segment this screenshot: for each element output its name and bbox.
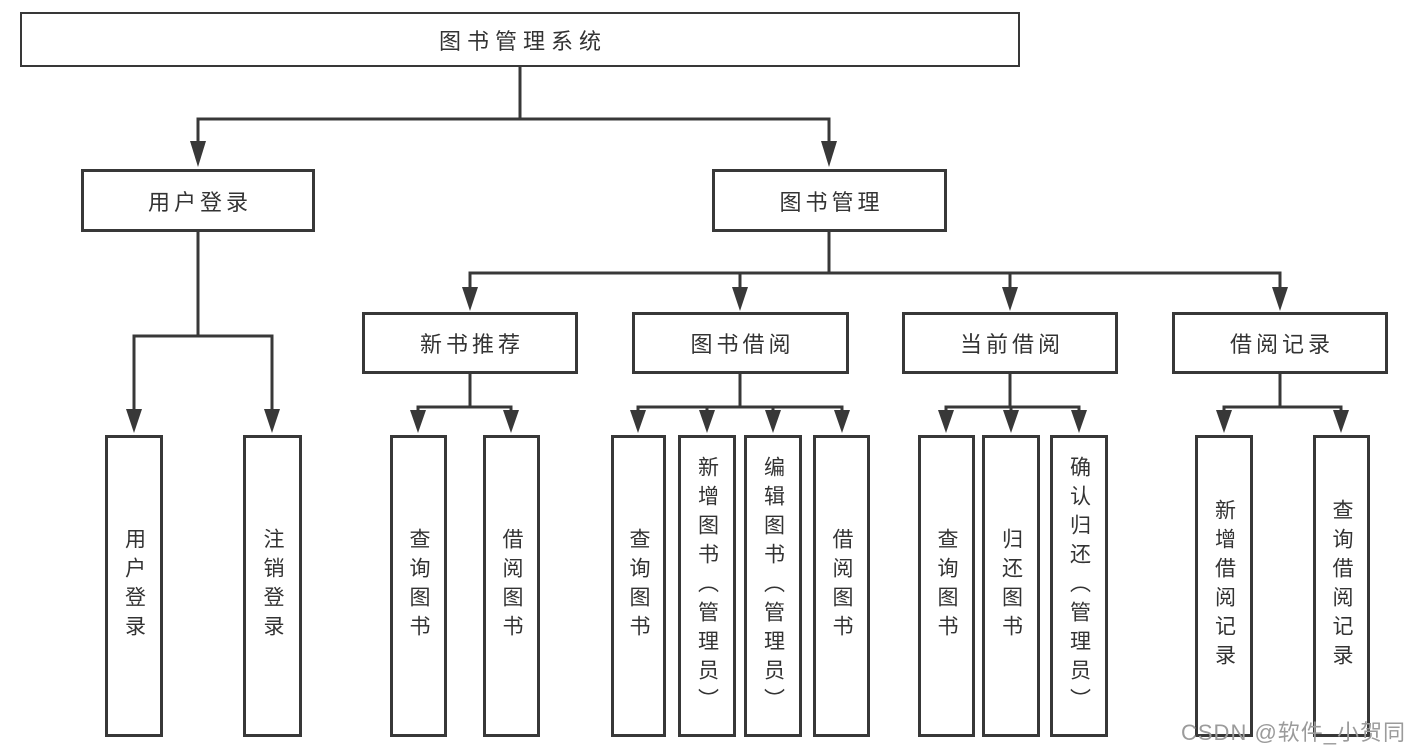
- connector-root-to-level2: [190, 67, 837, 167]
- node-label: 当前借阅: [959, 332, 1064, 357]
- node-label: 图书借阅: [690, 332, 795, 357]
- node-label: 借阅图书: [830, 528, 853, 644]
- node-user-login: 用户登录: [81, 169, 315, 232]
- node-book-borrowing: 图书借阅: [632, 312, 849, 374]
- connector-userlogin-to-leaves: [126, 232, 280, 433]
- node-label: 图书管理系统: [438, 28, 607, 54]
- node-new-book-recommend: 新书推荐: [362, 312, 578, 374]
- node-label: 用户登录: [147, 189, 252, 215]
- leaf-add-books-admin: 新增图书（管理员）: [678, 435, 736, 737]
- leaf-query-borrow-record: 查询借阅记录: [1313, 435, 1370, 737]
- node-label: 编辑图书（管理员）: [761, 455, 785, 717]
- leaf-query-books-borrow: 查询图书: [611, 435, 666, 737]
- node-label: 查询图书: [627, 528, 650, 644]
- leaf-confirm-return-admin: 确认归还（管理员）: [1050, 435, 1108, 737]
- leaf-edit-books-admin: 编辑图书（管理员）: [744, 435, 802, 737]
- node-label: 查询图书: [935, 528, 958, 644]
- node-current-borrowing: 当前借阅: [902, 312, 1118, 374]
- node-label: 用户登录: [122, 528, 146, 644]
- connector-currentborrow-to-leaves: [938, 374, 1087, 433]
- connector-records-to-leaves: [1216, 374, 1349, 433]
- leaf-query-books-recommend: 查询图书: [390, 435, 447, 737]
- connector-newbook-to-leaves: [410, 374, 519, 433]
- leaf-logout: 注销登录: [243, 435, 302, 737]
- node-label: 查询图书: [407, 528, 430, 644]
- leaf-borrow-books: 借阅图书: [813, 435, 870, 737]
- node-label: 图书管理: [779, 189, 884, 215]
- node-label: 确认归还（管理员）: [1067, 455, 1091, 717]
- node-label: 借阅记录: [1229, 332, 1334, 357]
- node-label: 归还图书: [999, 528, 1023, 644]
- node-borrowing-records: 借阅记录: [1172, 312, 1388, 374]
- node-label: 借阅图书: [500, 528, 523, 644]
- node-label: 新书推荐: [419, 332, 524, 357]
- connector-bookmgmt-to-level3: [462, 232, 1288, 311]
- node-label: 新增借阅记录: [1212, 499, 1236, 673]
- leaf-query-books-current: 查询图书: [918, 435, 975, 737]
- node-book-management: 图书管理: [712, 169, 947, 232]
- leaf-add-borrow-record: 新增借阅记录: [1195, 435, 1253, 737]
- leaf-return-books: 归还图书: [982, 435, 1040, 737]
- node-label: 查询借阅记录: [1330, 499, 1353, 673]
- csdn-watermark: CSDN @软件_小贺同学: [1181, 720, 1405, 745]
- node-library-management-system: 图书管理系统: [20, 12, 1020, 67]
- connector-bookborrow-to-leaves: [630, 374, 850, 433]
- leaf-borrow-books-recommend: 借阅图书: [483, 435, 540, 737]
- node-label: 注销登录: [261, 528, 284, 644]
- leaf-user-login: 用户登录: [105, 435, 163, 737]
- node-label: 新增图书（管理员）: [695, 455, 719, 717]
